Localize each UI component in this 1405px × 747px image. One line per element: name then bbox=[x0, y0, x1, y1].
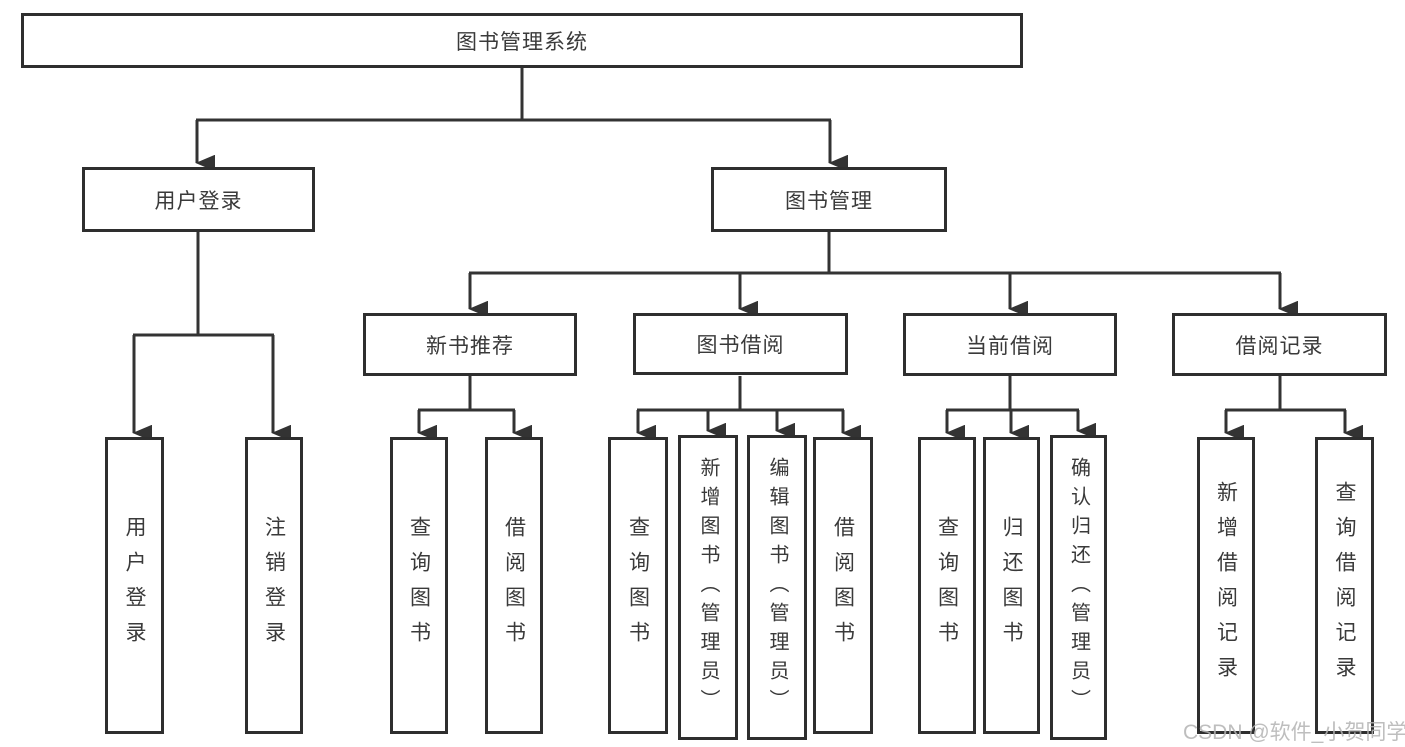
node-label: 查询图书 bbox=[407, 515, 431, 656]
leaf-confirm-return-admin: 确认归还（管理员） bbox=[1050, 435, 1107, 740]
node-label: 图书借阅 bbox=[696, 334, 785, 357]
node-label: 新增图书（管理员） bbox=[697, 457, 719, 718]
leaf-borrow-book-recommend: 借阅图书 bbox=[485, 437, 543, 734]
node-label: 借阅图书 bbox=[831, 515, 855, 656]
node-current-borrow: 当前借阅 bbox=[903, 313, 1117, 376]
node-label: 当前借阅 bbox=[966, 334, 1054, 358]
leaf-borrow-book-borrow: 借阅图书 bbox=[813, 437, 873, 734]
node-label: 新书推荐 bbox=[426, 334, 514, 358]
node-label: 归还图书 bbox=[1000, 515, 1023, 656]
leaf-edit-book-admin: 编辑图书（管理员） bbox=[747, 435, 807, 740]
node-label: 编辑图书（管理员） bbox=[766, 457, 788, 718]
node-label: 图书管理 bbox=[785, 189, 873, 213]
node-label: 注销登录 bbox=[262, 515, 286, 656]
node-user-login: 用户登录 bbox=[82, 167, 315, 232]
node-borrow-records: 借阅记录 bbox=[1172, 313, 1387, 376]
node-label: 查询借阅记录 bbox=[1333, 480, 1356, 691]
leaf-add-book-admin: 新增图书（管理员） bbox=[678, 435, 738, 740]
leaf-logout: 注销登录 bbox=[245, 437, 303, 734]
leaf-user-login: 用户登录 bbox=[105, 437, 164, 734]
node-label: 新增借阅记录 bbox=[1214, 480, 1238, 691]
node-label: 借阅记录 bbox=[1235, 334, 1324, 358]
leaf-query-book-recommend: 查询图书 bbox=[390, 437, 448, 734]
node-label: 借阅图书 bbox=[502, 515, 526, 656]
leaf-return-book: 归还图书 bbox=[983, 437, 1040, 734]
node-label: 用户登录 bbox=[123, 515, 146, 656]
node-label: 查询图书 bbox=[626, 515, 650, 656]
node-library-management-system: 图书管理系统 bbox=[21, 13, 1023, 68]
node-book-management: 图书管理 bbox=[711, 167, 947, 232]
node-label: 用户登录 bbox=[154, 189, 243, 213]
leaf-query-book-borrow: 查询图书 bbox=[608, 437, 668, 734]
node-label: 图书管理系统 bbox=[456, 30, 588, 54]
csdn-watermark: CSDN @软件_小贺同学 bbox=[1183, 721, 1405, 744]
node-new-book-recommend: 新书推荐 bbox=[363, 313, 577, 376]
leaf-query-book-current: 查询图书 bbox=[918, 437, 976, 734]
node-book-borrow: 图书借阅 bbox=[633, 313, 848, 375]
leaf-query-borrow-record: 查询借阅记录 bbox=[1315, 437, 1374, 734]
leaf-add-borrow-record: 新增借阅记录 bbox=[1197, 437, 1255, 734]
node-label: 查询图书 bbox=[935, 515, 959, 656]
node-label: 确认归还（管理员） bbox=[1067, 457, 1090, 718]
